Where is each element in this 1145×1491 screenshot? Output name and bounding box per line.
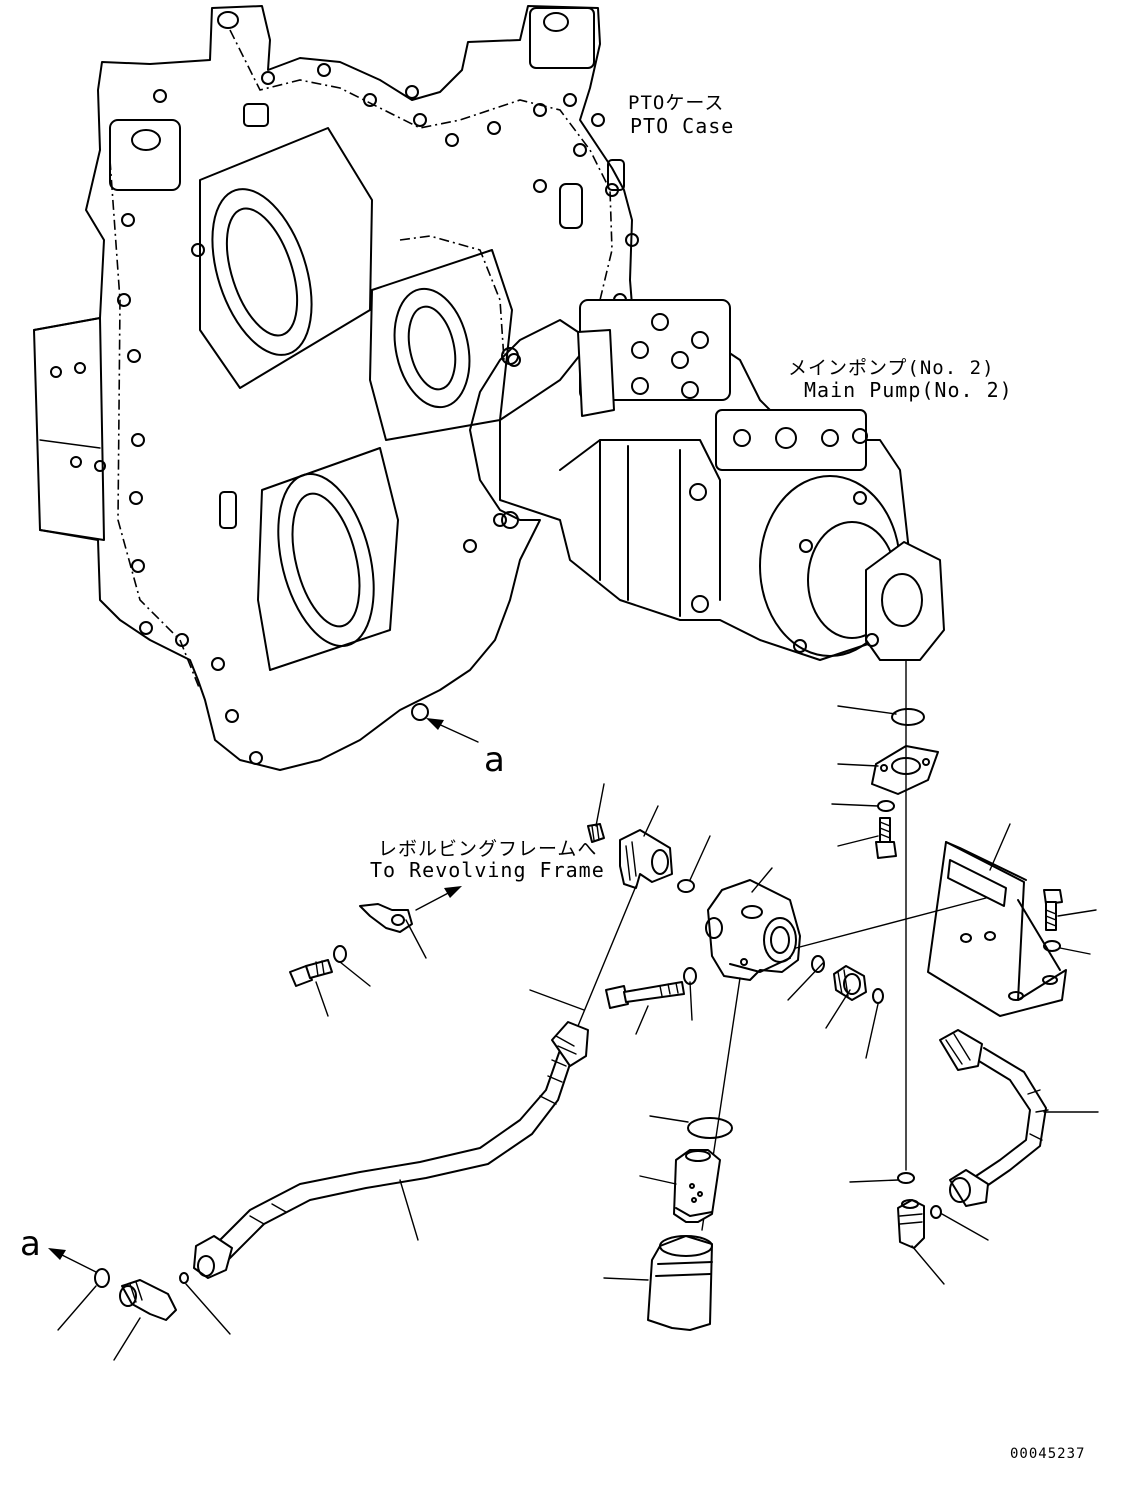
flange-washer <box>877 800 895 812</box>
straight-connector <box>833 965 867 1001</box>
filter-case <box>647 1235 713 1331</box>
left-hose <box>193 1021 589 1279</box>
pto-case-inner-line <box>229 29 613 311</box>
filter-head-o-ring <box>811 955 825 973</box>
tee-fitting <box>619 829 673 889</box>
bracket-washer <box>1043 940 1061 952</box>
pto-case-lower-opening <box>257 447 399 671</box>
filter-element-o-ring <box>687 1117 733 1139</box>
view-arrow-lower <box>48 1248 97 1273</box>
pto-case-middle-flange <box>369 249 513 441</box>
left-o-ring <box>94 1268 110 1288</box>
filter-element <box>673 1149 721 1223</box>
hose-clip <box>359 903 413 933</box>
pto-case-upper-opening <box>199 127 373 389</box>
right-o-ring-upper <box>897 1172 915 1184</box>
view-arrow-upper <box>426 718 479 743</box>
revolving-frame-label-en: To Revolving Frame <box>370 858 605 882</box>
clip-washer <box>333 945 347 963</box>
pto-case-label-en: PTO Case <box>630 114 735 138</box>
pump-port-o-ring <box>891 708 925 726</box>
clip-bolt <box>289 959 333 987</box>
main-pump-label-en: Main Pump(No. 2) <box>804 378 1013 402</box>
pto-case-label-jp: PTOケース <box>628 92 725 114</box>
connector-o-ring-right <box>872 988 884 1004</box>
leader-lines <box>57 705 1099 1361</box>
split-flange <box>871 745 939 795</box>
view-reference-lower: a <box>20 1224 41 1264</box>
bracket-bolt <box>1043 889 1063 931</box>
right-o-ring-side <box>930 1205 942 1219</box>
centerline-bracket <box>795 897 987 949</box>
main-pump-bolts <box>501 313 879 653</box>
right-elbow-fitting <box>897 1199 925 1249</box>
centerline-tee <box>577 885 637 1027</box>
right-hose <box>939 1029 1049 1207</box>
left-o-ring-small <box>179 1272 189 1284</box>
left-elbow-fitting <box>119 1279 177 1321</box>
mounting-bracket <box>927 841 1067 1017</box>
view-reference-upper: a <box>484 740 505 780</box>
filter-head <box>705 879 801 981</box>
tee-o-ring <box>677 879 695 893</box>
flange-bolt <box>875 817 897 859</box>
revolving-frame-arrow <box>415 886 462 911</box>
revolving-frame-label-jp: レボルビングフレームへ <box>378 838 598 860</box>
main-pump <box>499 299 945 661</box>
main-pump-output-port <box>865 541 945 661</box>
filter-mount-bolt <box>605 981 685 1009</box>
pto-case <box>33 5 639 771</box>
main-pump-label-jp: メインポンプ(No. 2) <box>788 357 995 379</box>
document-number: 00045237 <box>1010 1446 1086 1462</box>
